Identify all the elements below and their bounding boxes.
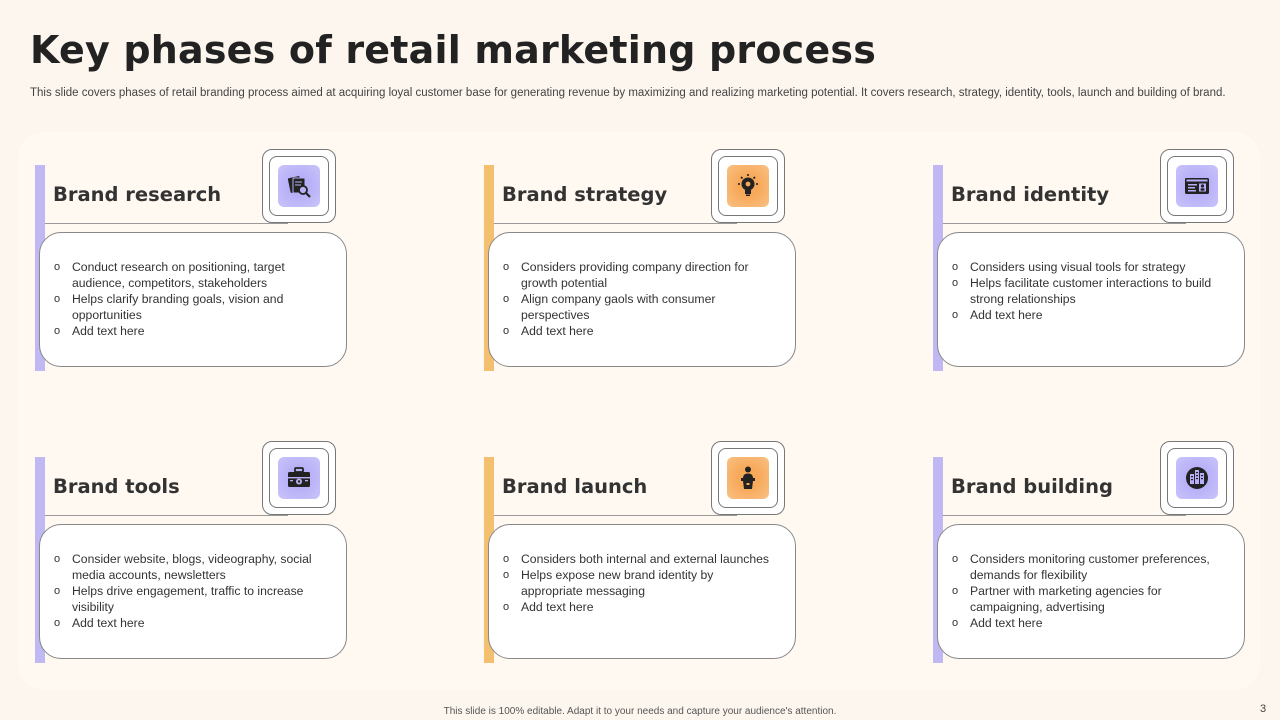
bullet-item: Considers both internal and external lau… (503, 551, 773, 567)
page-number: 3 (1260, 703, 1267, 715)
bullet-list: Conduct research on positioning, target … (54, 259, 324, 339)
bullet-item: Add text here (952, 615, 1222, 631)
identity-card-icon (1176, 165, 1218, 207)
bullet-item: Add text here (54, 323, 324, 339)
slide-footer: This slide is 100% editable. Adapt it to… (443, 706, 837, 717)
bullet-item: Add text here (952, 307, 1222, 323)
bullet-item: Considers providing company direction fo… (503, 259, 773, 291)
launch-podium-speaker-icon (727, 457, 769, 499)
bullet-item: Conduct research on positioning, target … (54, 259, 324, 291)
phase-details-box: Considers monitoring customer preference… (937, 524, 1245, 659)
divider (494, 515, 737, 516)
phase-icon-frame (711, 149, 785, 223)
bullet-item: Helps expose new brand identity by appro… (503, 567, 773, 599)
bullet-item: Consider website, blogs, videography, so… (54, 551, 324, 583)
bullet-item: Helps clarify branding goals, vision and… (54, 291, 324, 323)
bullet-list: Considers using visual tools for strateg… (952, 259, 1222, 323)
phase-heading: Brand launch (502, 475, 648, 498)
divider (45, 223, 288, 224)
bullet-list: Considers providing company direction fo… (503, 259, 773, 339)
strategy-lightbulb-icon (727, 165, 769, 207)
phase-heading: Brand strategy (502, 183, 668, 206)
divider (943, 515, 1186, 516)
building-globe-icon (1176, 457, 1218, 499)
phase-details-box: Considers both internal and external lau… (488, 524, 796, 659)
phase-card-brand-strategy: Brand strategy (467, 132, 796, 371)
phase-icon-frame (1160, 441, 1234, 515)
phase-card-brand-identity: Brand identity Considers using visual to… (916, 132, 1245, 371)
bullet-item: Helps drive engagement, traffic to incre… (54, 583, 324, 615)
phase-heading: Brand research (53, 183, 222, 206)
phase-details-box: Considers using visual tools for strateg… (937, 232, 1245, 367)
phase-icon-frame (711, 441, 785, 515)
bullet-item: Considers monitoring customer preference… (952, 551, 1222, 583)
bullet-item: Add text here (503, 323, 773, 339)
phase-details-box: Considers providing company direction fo… (488, 232, 796, 367)
bullet-item: Partner with marketing agencies for camp… (952, 583, 1222, 615)
bullet-item: Considers using visual tools for strateg… (952, 259, 1222, 275)
phase-icon-frame (262, 441, 336, 515)
bullet-list: Consider website, blogs, videography, so… (54, 551, 324, 631)
bullet-item: Helps facilitate customer interactions t… (952, 275, 1222, 307)
phase-heading: Brand identity (951, 183, 1110, 206)
divider (943, 223, 1186, 224)
bullet-list: Considers both internal and external lau… (503, 551, 773, 615)
bullet-list: Considers monitoring customer preference… (952, 551, 1222, 631)
phase-heading: Brand building (951, 475, 1113, 498)
phase-card-brand-research: Brand research Conduct research on posit… (18, 132, 347, 371)
phase-details-box: Conduct research on positioning, target … (39, 232, 347, 367)
phase-heading: Brand tools (53, 475, 180, 498)
slide-subtitle: This slide covers phases of retail brand… (30, 87, 1226, 99)
divider (494, 223, 737, 224)
phase-icon-frame (262, 149, 336, 223)
phase-card-brand-launch: Brand launch Considers both internal and… (467, 424, 796, 663)
slide-title: Key phases of retail marketing process (30, 28, 877, 72)
toolbox-icon (278, 457, 320, 499)
phase-icon-frame (1160, 149, 1234, 223)
bullet-item: Add text here (54, 615, 324, 631)
bullet-item: Add text here (503, 599, 773, 615)
bullet-item: Align company gaols with consumer perspe… (503, 291, 773, 323)
phase-card-brand-tools: Brand tools Consider website, blogs, vid… (18, 424, 347, 663)
divider (45, 515, 288, 516)
research-document-magnifier-icon (278, 165, 320, 207)
phase-details-box: Consider website, blogs, videography, so… (39, 524, 347, 659)
phase-card-brand-building: Brand building (916, 424, 1245, 663)
